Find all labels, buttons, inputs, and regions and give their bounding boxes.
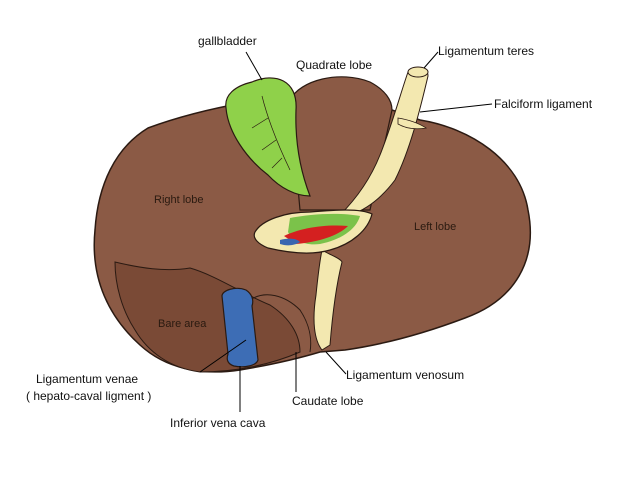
quadrate-lobe-label: Quadrate lobe <box>296 58 373 72</box>
ligamentum-teres-strip <box>338 68 429 216</box>
inferior-vena-cava-label: Inferior vena cava <box>170 416 266 430</box>
bare-area-label: Bare area <box>158 318 207 330</box>
left-lobe-label: Left lobe <box>414 221 457 233</box>
right-lobe-label: Right lobe <box>154 194 204 206</box>
ligamentum-venae-label: Ligamentum venae <box>36 372 139 386</box>
caudate-lobe-label: Caudate lobe <box>292 394 364 408</box>
quadrate-lobe-shape <box>289 76 393 211</box>
hepatic-artery <box>284 225 348 244</box>
caudate-lobe-shape <box>249 294 312 353</box>
ligamentum-venosum-label: Ligamentum venosum <box>346 368 465 382</box>
ligamentum-venosum-strip <box>313 249 343 351</box>
ligamentum-teres-end <box>407 66 429 78</box>
falciform-ligament-label: Falciform ligament <box>494 97 593 111</box>
vena-cava-shape <box>221 287 259 368</box>
falciform-ligament-shape <box>397 117 428 130</box>
ligamentum-teres-label: Ligamentum teres <box>438 44 535 58</box>
leader-lines <box>199 51 493 412</box>
gallbladder-shape <box>225 77 311 197</box>
gallbladder-veins <box>251 95 291 171</box>
hepato-caval-ligament-label: ( hepato-caval ligment ) <box>26 389 152 403</box>
gallbladder-label: gallbladder <box>198 34 257 48</box>
portal-vein <box>280 238 300 246</box>
